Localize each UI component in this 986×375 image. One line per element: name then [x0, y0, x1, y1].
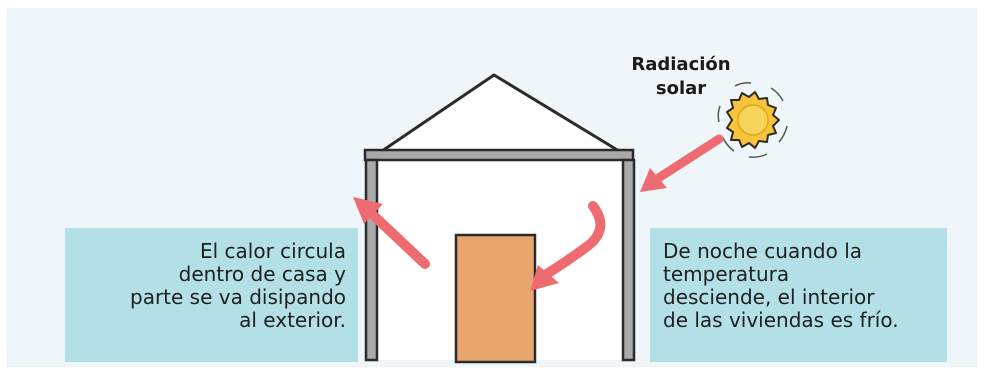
house-diagram	[353, 73, 788, 364]
caption-left-line: parte se va disipando	[130, 285, 346, 309]
house-beam	[363, 148, 635, 162]
house-right-wall	[621, 158, 636, 362]
house-door	[454, 233, 537, 364]
caption-left-line: El calor circula	[200, 239, 346, 263]
heat-escape-arrow	[353, 197, 430, 269]
caption-left-line: dentro de casa y	[178, 262, 346, 286]
night-temperature-caption: De noche cuando la temperatura desciende…	[650, 228, 947, 362]
house-roof	[380, 73, 621, 153]
caption-right-line: De noche cuando la	[663, 239, 863, 263]
diagram-canvas: Radiación solar El calor circula dentro …	[7, 8, 977, 367]
sun-icon	[717, 82, 788, 158]
caption-right-line: desciende, el interior	[663, 285, 875, 309]
solar-radiation-label: Radiación solar	[611, 53, 751, 101]
caption-right-line: temperatura	[663, 262, 790, 286]
caption-right-line: de las viviendas es frío.	[663, 308, 899, 332]
solar-label-line-1: Radiación	[631, 54, 731, 75]
solar-radiation-arrow	[640, 134, 724, 192]
heat-curve-arrow	[530, 201, 606, 291]
heat-circulation-caption: El calor circula dentro de casa y parte …	[65, 228, 358, 362]
house-left-wall	[364, 158, 379, 362]
caption-left-line: al exterior.	[239, 308, 346, 332]
solar-label-line-2: solar	[655, 78, 707, 99]
